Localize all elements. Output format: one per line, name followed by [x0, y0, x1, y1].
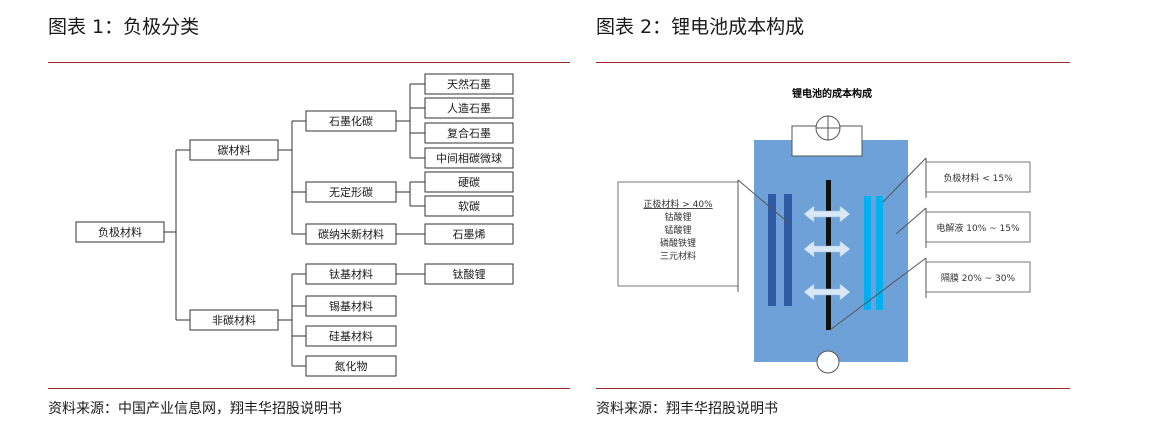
node-box-silicon — [305, 325, 397, 347]
left-figure-title: 图表 1：负极分类 — [48, 16, 200, 38]
cathode-type-lco: 钴酸锂 — [664, 211, 691, 223]
node-box-root — [75, 221, 165, 243]
node-artificial: 人造石墨 — [447, 101, 491, 115]
ion-flow-arrow — [803, 283, 851, 301]
anode-classification-tree: 负极材料 碳材料 非碳材料 石墨化碳 无定形碳 碳纳米新材料 天然石墨 人造石墨… — [75, 73, 514, 377]
anode-plate — [876, 196, 883, 310]
diagram-caption: 锂电池的成本构成 — [792, 87, 872, 100]
node-titanium: 钛基材料 — [329, 267, 373, 281]
node-noncarbon: 非碳材料 — [212, 313, 256, 327]
ion-flow-arrow — [803, 205, 851, 223]
separator-label: 隔膜 20% ~ 30% — [941, 273, 1016, 284]
cathode-plate — [768, 194, 776, 306]
node-lto: 钛酸锂 — [453, 267, 486, 281]
node-box-lto — [424, 263, 514, 285]
node-silicon: 硅基材料 — [329, 329, 373, 343]
node-box-natural — [424, 73, 514, 95]
anode-label: 负极材料 < 15% — [943, 172, 1013, 184]
right-top-rule — [596, 62, 1070, 63]
node-box-carbon — [189, 139, 279, 161]
node-carbon: 碳材料 — [218, 143, 251, 157]
node-box-soft — [424, 195, 514, 217]
node-box-titanium — [305, 263, 397, 285]
node-mcmb: 中间相碳微球 — [436, 151, 502, 165]
cathode-label: 正极材料 > 40% — [643, 198, 713, 210]
node-box-artificial — [424, 97, 514, 119]
node-natural: 天然石墨 — [447, 77, 491, 91]
cathode-callout-box — [617, 181, 739, 287]
battery-cost-diagram: 锂电池的成本构成 正极材料 > 40% 钴酸锂 锰酸锂 磷酸铁锂 三元材料 负极… — [617, 87, 1031, 374]
node-box-tin — [305, 295, 397, 317]
separator-callout-box — [925, 261, 1031, 293]
node-box-mcmb — [424, 147, 514, 169]
node-box-composite — [424, 122, 514, 144]
left-top-rule — [48, 62, 570, 63]
node-soft: 软碳 — [458, 199, 480, 213]
separator-line — [826, 180, 831, 330]
node-nitride: 氮化物 — [335, 359, 368, 373]
node-box-nitride — [305, 355, 397, 377]
electrolyte-callout-box — [925, 211, 1031, 243]
node-box-hard — [424, 171, 514, 193]
right-bottom-rule — [596, 388, 1070, 389]
node-graphitized: 石墨化碳 — [329, 114, 373, 128]
right-figure-source: 资料来源：翔丰华招股说明书 — [596, 401, 778, 417]
node-composite: 复合石墨 — [447, 126, 491, 140]
cathode-type-lfp: 磷酸铁锂 — [660, 237, 696, 249]
cathode-plate — [784, 194, 792, 306]
anode-callout-box — [925, 161, 1031, 193]
cathode-type-lmo: 锰酸锂 — [664, 224, 691, 236]
cathode-type-ncm: 三元材料 — [660, 250, 696, 262]
negative-terminal-icon — [816, 350, 840, 374]
node-box-graphitized — [305, 110, 397, 132]
node-box-noncarbon — [189, 309, 279, 331]
electrolyte-label: 电解液 10% ~ 15% — [936, 222, 1020, 234]
node-box-amorphous — [305, 181, 397, 203]
left-figure-source: 资料来源：中国产业信息网，翔丰华招股说明书 — [48, 401, 342, 417]
node-nano: 碳纳米新材料 — [318, 227, 384, 241]
right-figure-title: 图表 2：锂电池成本构成 — [596, 16, 805, 38]
node-box-nano — [305, 223, 397, 245]
node-root: 负极材料 — [98, 225, 142, 239]
node-amorphous: 无定形碳 — [329, 185, 373, 199]
node-box-graphene — [424, 223, 514, 245]
node-tin: 锡基材料 — [329, 299, 373, 313]
ion-flow-arrow — [803, 240, 851, 258]
node-graphene: 石墨烯 — [453, 228, 486, 241]
left-bottom-rule — [48, 388, 570, 389]
node-hard: 硬碳 — [458, 175, 480, 189]
anode-plate — [864, 196, 871, 310]
